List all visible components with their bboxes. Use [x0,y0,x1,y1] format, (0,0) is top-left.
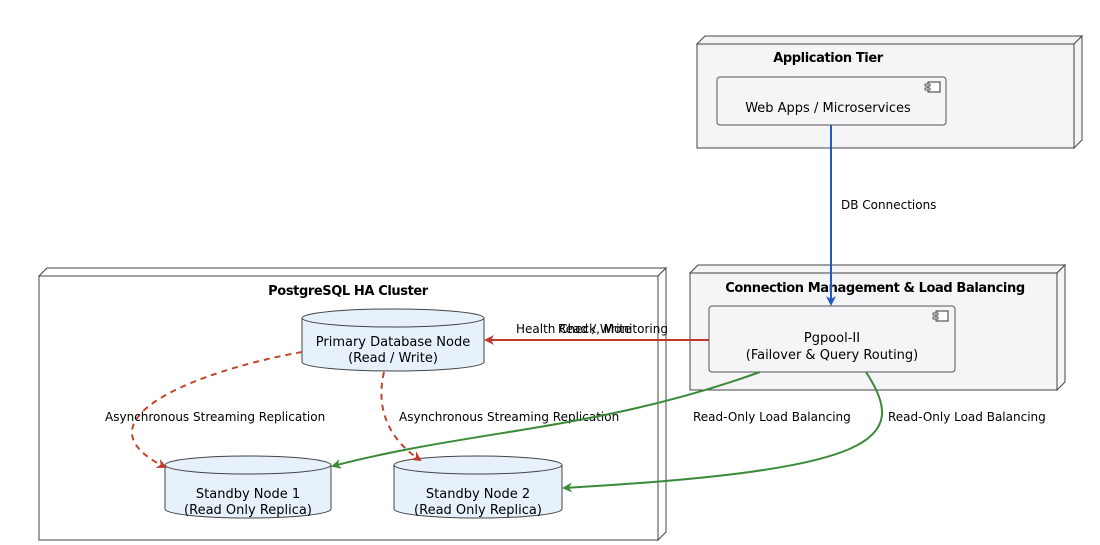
health-check-label: Health Check, Monitoring [516,322,668,336]
standby-node-2: Standby Node 2 (Read Only Replica) [393,455,563,519]
read-only-label-2: Read-Only Load Balancing [888,410,1046,424]
replication-edge-2 [380,371,422,462]
primary-database-name: Primary Database Node [316,335,470,350]
read-only-edge-1 [331,371,761,469]
pgpool-name: Pgpool-II [804,331,860,346]
standby-2-name: Standby Node 2 [426,487,530,502]
primary-database-role: (Read / Write) [348,351,438,366]
standby-node-1: Standby Node 1 (Read Only Replica) [164,455,332,519]
pgpool-description: (Failover & Query Routing) [746,348,919,363]
standby-1-role: (Read Only Replica) [184,503,312,518]
replication-edge-1 [131,351,303,468]
standby-2-role: (Read Only Replica) [414,503,542,518]
connection-management-title: Connection Management & Load Balancing [725,281,1025,296]
db-connections-label: DB Connections [841,198,936,212]
postgresql-cluster-node: PostgreSQL HA Cluster [37,266,668,542]
component-icon [924,81,941,93]
read-only-label-1: Read-Only Load Balancing [693,410,851,424]
component-icon [932,310,949,322]
read-write-label: Read / Write [558,322,632,336]
replication-label-2: Asynchronous Streaming Replication [399,410,619,424]
replication-label-1: Asynchronous Streaming Replication [105,410,325,424]
application-tier-title: Application Tier [773,51,884,66]
read-only-edge-2 [562,371,883,493]
web-apps-component: Web Apps / Microservices [716,76,947,126]
cluster-title: PostgreSQL HA Cluster [268,284,429,299]
web-apps-label: Web Apps / Microservices [745,101,911,116]
pgpool-component: Pgpool-II (Failover & Query Routing) [708,305,956,373]
standby-1-name: Standby Node 1 [196,487,300,502]
primary-database: Primary Database Node (Read / Write) [301,308,485,372]
